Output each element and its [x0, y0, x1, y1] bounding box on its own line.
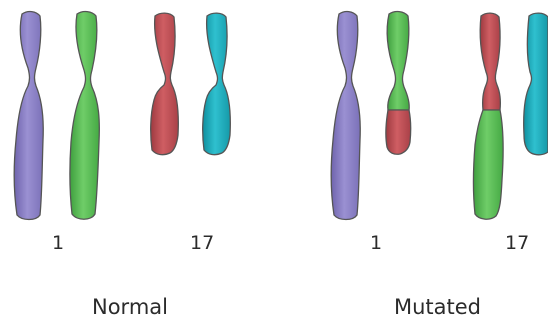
normal-label-chromosome-17: 17 [190, 234, 214, 253]
mutated-panel [331, 12, 548, 220]
mutated-chromosome-1-red-segment [386, 110, 411, 154]
mutated-chromosome-17-green-segment [474, 110, 504, 219]
mutated-label-chromosome-17: 17 [505, 234, 529, 253]
mutated-chromosome-1-purple [331, 12, 360, 220]
mutated-label-chromosome-1: 1 [370, 234, 382, 253]
normal-chromosome-17-cyan [203, 13, 231, 155]
mutated-panel-caption: Mutated [394, 297, 481, 318]
normal-chromosome-1-purple [14, 12, 43, 220]
normal-label-chromosome-1: 1 [52, 234, 64, 253]
normal-chromosome-17-red [151, 13, 179, 155]
mutated-chromosome-1-derivative [386, 12, 411, 155]
mutated-chromosome-1-green-segment [387, 12, 409, 110]
mutated-chromosome-17-cyan [524, 13, 548, 155]
normal-panel-caption: Normal [92, 297, 168, 318]
normal-panel [14, 12, 230, 220]
mutated-chromosome-17-derivative [474, 13, 504, 219]
mutated-chromosome-17-red-segment [480, 13, 500, 110]
normal-chromosome-1-green [70, 12, 99, 220]
